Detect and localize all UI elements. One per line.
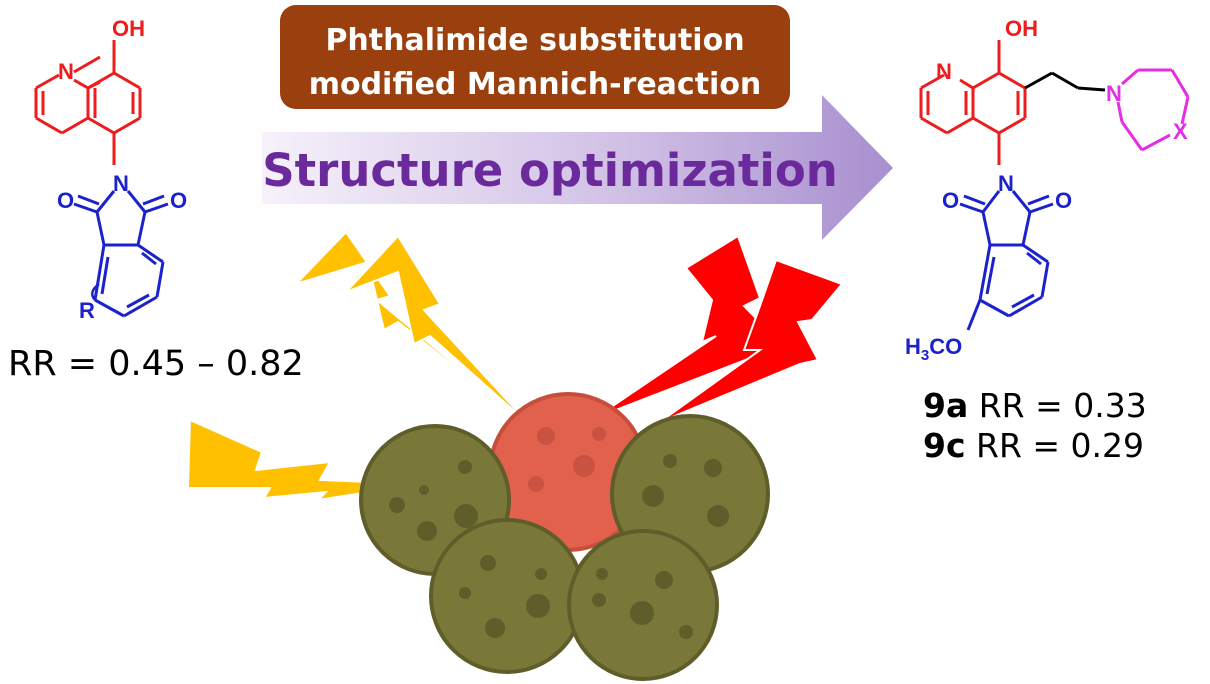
- right-ring-n-label: N: [936, 59, 952, 84]
- yellow-bolt-middle-icon: [345, 234, 531, 426]
- red-bolt-lower-icon: [659, 258, 844, 423]
- compound-9c-line: 9c RR = 0.29: [923, 426, 1144, 465]
- banner-line-2: modified Mannich-reaction: [309, 67, 762, 102]
- right-imide-n-label: N: [998, 171, 1014, 196]
- right-amine-n-label: N: [1106, 81, 1122, 106]
- left-imide-o-right-label: O: [170, 188, 187, 213]
- right-imide-o-left-label: O: [942, 188, 959, 213]
- right-oh-label: OH: [1005, 16, 1038, 41]
- left-r-group-label: R: [79, 298, 95, 323]
- reaction-banner: Phthalimide substitution modified Mannic…: [280, 5, 790, 109]
- methoxy-co: CO: [929, 334, 962, 359]
- bacterial-cell-bottom-right-icon: [567, 529, 719, 681]
- left-molecule: OH N N O O R RR = 0.45 – 0.8: [8, 16, 304, 384]
- bacterial-cell-bottom-left-icon: [429, 518, 585, 674]
- right-x-group-label: X: [1173, 119, 1188, 144]
- left-oh-label: OH: [112, 16, 145, 41]
- right-molecule: OH N N X: [905, 16, 1190, 465]
- left-imide-n-label: N: [113, 171, 129, 196]
- compound-9a-id: 9a: [923, 386, 968, 425]
- arrow-label: Structure optimization: [262, 144, 838, 197]
- compound-9c-rr: RR = 0.29: [966, 426, 1144, 465]
- right-imide-o-right-label: O: [1055, 188, 1072, 213]
- compound-9a-line: 9a RR = 0.33: [923, 386, 1147, 425]
- left-imide-o-left-label: O: [57, 188, 74, 213]
- banner-line-1: Phthalimide substitution: [325, 23, 744, 58]
- methoxy-subscript: 3: [921, 347, 929, 364]
- left-ring-n-label: N: [58, 59, 74, 84]
- methoxy-h: H: [905, 334, 921, 359]
- compound-9c-id: 9c: [923, 426, 966, 465]
- right-methoxy-label: H3CO: [905, 334, 962, 364]
- compound-9a-rr: RR = 0.33: [968, 386, 1146, 425]
- optimization-arrow: Structure optimization: [262, 95, 893, 240]
- left-rr-value: RR = 0.45 – 0.82: [8, 344, 304, 384]
